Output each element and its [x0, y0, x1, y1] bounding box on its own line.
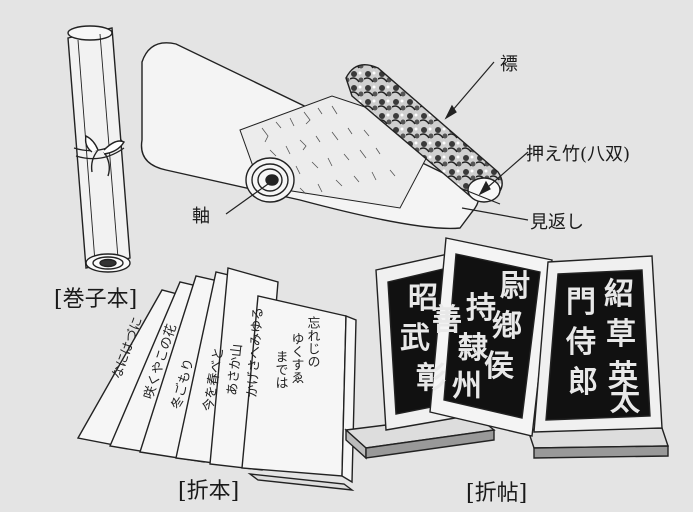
svg-text:侍: 侍 [565, 325, 596, 360]
orihon-book [76, 267, 357, 491]
svg-text:持: 持 [466, 291, 496, 326]
label-jiku: 軸 [192, 206, 210, 227]
svg-text:紹: 紹 [604, 277, 634, 312]
svg-text:善: 善 [432, 303, 462, 338]
svg-text:鄕: 鄕 [492, 309, 522, 344]
label-kansubon: [巻子本] [54, 287, 137, 312]
svg-text:あさか山: あさか山 [225, 343, 245, 396]
open-scroll [140, 42, 503, 230]
label-orihon: [折本] [178, 479, 239, 504]
label-mikaeshi: 見返し [530, 212, 584, 233]
svg-text:州: 州 [452, 369, 482, 404]
svg-text:昭: 昭 [408, 281, 438, 316]
svg-text:草: 草 [606, 317, 636, 352]
label-orijo: [折帖] [466, 481, 527, 506]
svg-text:英: 英 [608, 359, 639, 394]
closed-scroll [67, 25, 131, 273]
callout-lines [225, 61, 529, 221]
svg-text:尉: 尉 [500, 269, 530, 304]
label-hyo: 褾 [500, 54, 518, 75]
svg-text:までは: までは [273, 350, 288, 389]
label-osaedake: 押え竹(八双) [526, 144, 630, 165]
svg-text:かげさへみゆる: かげさへみゆる [245, 306, 266, 398]
svg-text:忘れじの: 忘れじの [305, 316, 321, 368]
orijo-book [344, 237, 669, 460]
svg-text:彰: 彰 [416, 361, 446, 396]
svg-text:隸: 隸 [458, 331, 489, 366]
orijo-rubbing-text: 昭 武 彰 善 尉 鄕 侯 持 隸 州 紹 草 英 門 侍 郎 太 [400, 269, 641, 418]
svg-text:ゆくすゑ: ゆくすゑ [289, 332, 305, 384]
svg-text:郎: 郎 [568, 365, 598, 400]
svg-text:武: 武 [400, 321, 430, 356]
svg-text:太: 太 [610, 383, 641, 418]
svg-text:侯: 侯 [484, 349, 514, 384]
svg-text:門: 門 [566, 285, 596, 320]
